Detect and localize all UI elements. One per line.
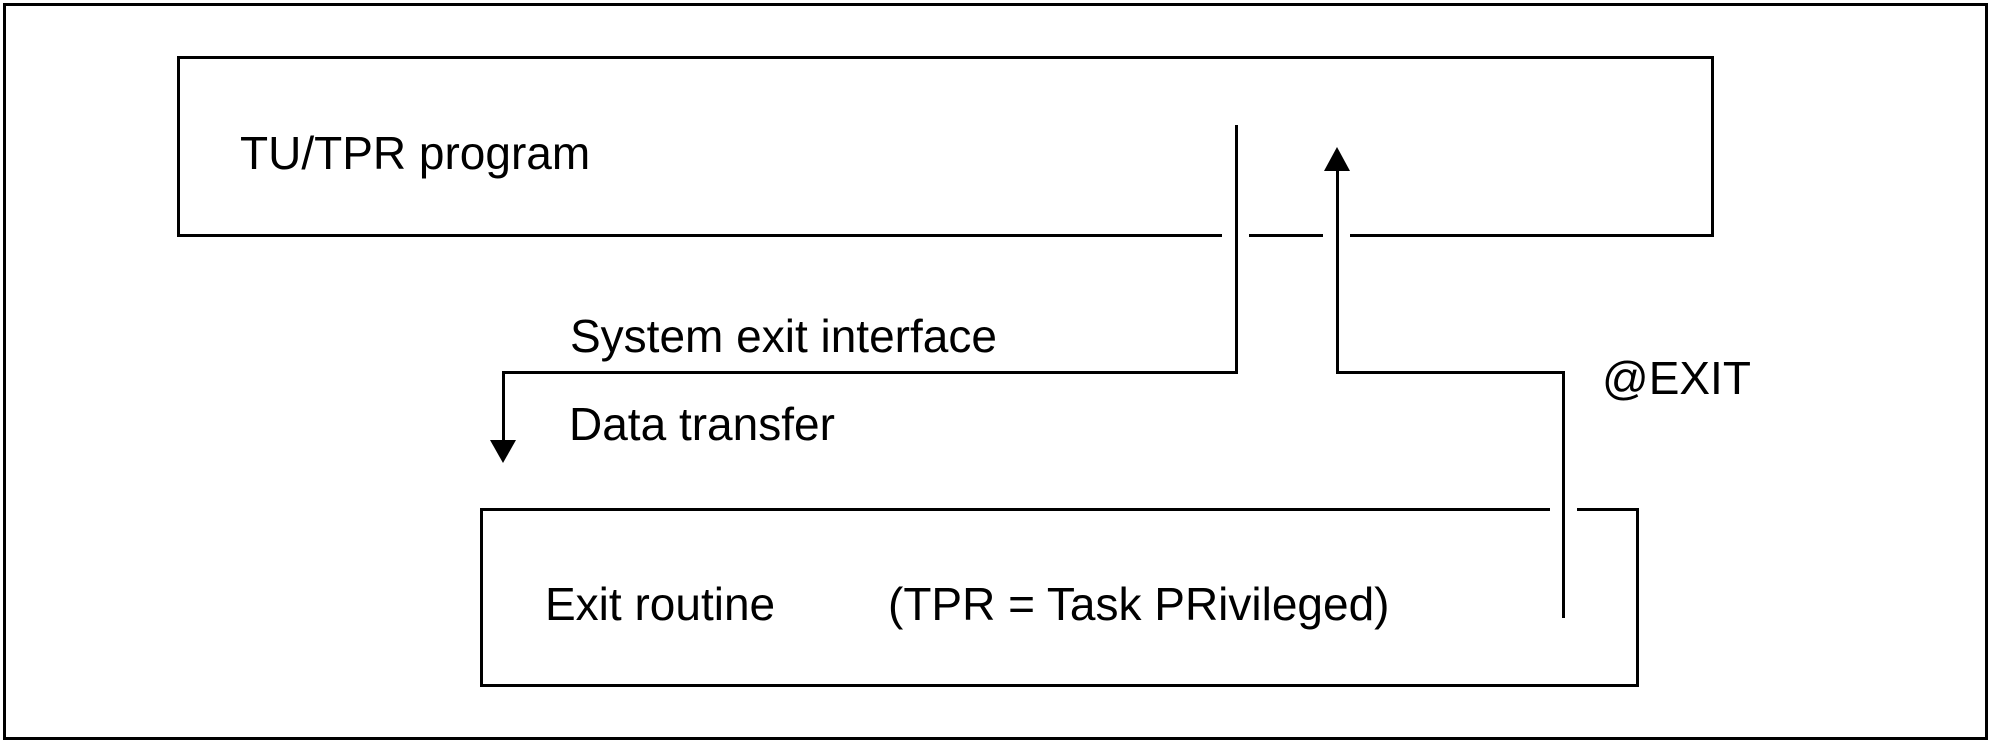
system-exit-interface-label: System exit interface	[570, 310, 997, 362]
exit-routine-box	[480, 508, 1639, 687]
tu-tpr-program-label: TU/TPR program	[240, 127, 591, 179]
at-exit-label: @EXIT	[1602, 352, 1751, 404]
exit-routine-label: Exit routine	[545, 578, 776, 630]
call-path-drop-line	[502, 371, 505, 442]
call-path-vertical-line	[1235, 125, 1238, 374]
arrowhead-up-icon	[1324, 147, 1350, 171]
return-path-vertical-line	[1336, 169, 1339, 374]
tpr-definition-label: (TPR = Task PRivileged)	[888, 578, 1390, 630]
data-transfer-label: Data transfer	[569, 398, 835, 450]
return-path-riser-line	[1562, 373, 1565, 618]
return-path-horizontal-line	[1336, 371, 1565, 374]
arrowhead-down-icon	[490, 440, 516, 463]
call-path-horizontal-line	[502, 371, 1238, 374]
tu-tpr-program-box	[177, 56, 1714, 237]
